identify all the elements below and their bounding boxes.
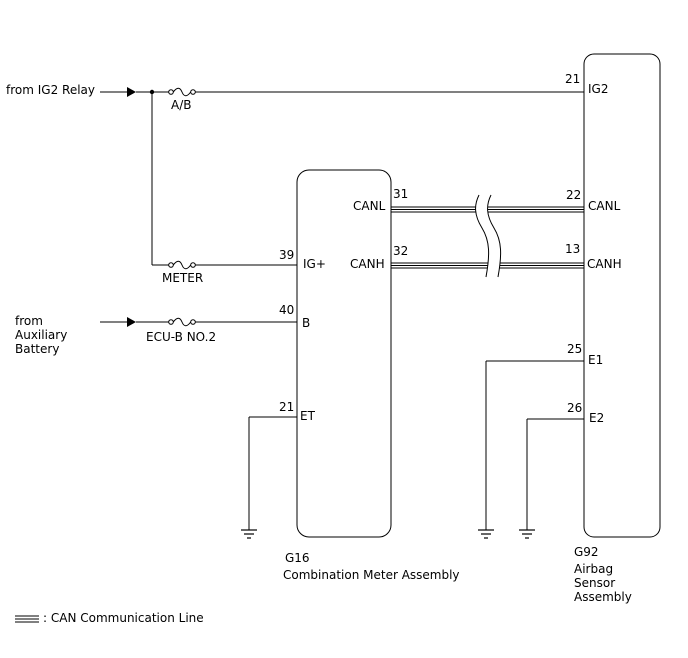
airbag-sensor-name-3: Assembly <box>574 590 632 604</box>
meter-pin-canl-number: 31 <box>393 187 408 201</box>
airbag-pin-canl-number: 22 <box>566 188 581 202</box>
meter-pin-b-label: B <box>302 316 310 330</box>
ground-icon <box>241 529 257 539</box>
wire-break-icon <box>475 194 502 278</box>
ig2-relay-source-label: from IG2 Relay <box>6 83 95 97</box>
meter-pin-et-label: ET <box>300 409 316 423</box>
meter-pin-igp-number: 39 <box>279 248 294 262</box>
meter-assembly-code: G16 <box>285 551 310 565</box>
airbag-sensor-name-1: Airbag <box>574 562 613 576</box>
aux-arrow-icon <box>127 317 136 327</box>
aux-battery-label-1: from <box>15 314 43 328</box>
meter-pin-et-number: 21 <box>279 400 294 414</box>
fuse-meter-label: METER <box>162 271 203 285</box>
meter-pin-igp-label: IG+ <box>303 257 326 271</box>
legend-label: : CAN Communication Line <box>43 611 204 625</box>
airbag-pin-canl-label: CANL <box>588 199 621 213</box>
airbag-pin-e1-label: E1 <box>588 353 603 367</box>
ground-icon <box>519 529 535 539</box>
meter-pin-canh-number: 32 <box>393 244 408 258</box>
combination-meter-box <box>296 169 392 538</box>
airbag-pin-e1-number: 25 <box>567 342 582 356</box>
airbag-pin-canh-label: CANH <box>587 257 622 271</box>
fuse-ecub-label: ECU-B NO.2 <box>146 330 216 344</box>
ig2-arrow-icon <box>127 87 136 97</box>
airbag-pin-canh-number: 13 <box>565 242 580 256</box>
airbag-pin-ig2-label: IG2 <box>588 82 608 96</box>
aux-battery-label-2: Auxiliary <box>15 328 67 342</box>
fuse-ab-icon <box>168 87 196 97</box>
fuse-ecub-icon <box>168 317 196 327</box>
airbag-sensor-code: G92 <box>574 545 599 559</box>
airbag-sensor-box <box>583 53 661 538</box>
airbag-pin-ig2-number: 21 <box>565 72 580 86</box>
aux-battery-label-3: Battery <box>15 342 59 356</box>
fuse-meter-icon <box>168 260 196 270</box>
meter-pin-canl-label: CANL <box>353 199 386 213</box>
airbag-pin-e2-number: 26 <box>567 401 582 415</box>
airbag-sensor-name-2: Sensor <box>574 576 615 590</box>
meter-pin-b-number: 40 <box>279 303 294 317</box>
fuse-ab-label: A/B <box>171 98 191 112</box>
meter-assembly-name: Combination Meter Assembly <box>283 568 460 582</box>
airbag-pin-e2-label: E2 <box>589 411 604 425</box>
meter-pin-canh-label: CANH <box>350 257 385 271</box>
legend-can-line-icon <box>15 615 39 623</box>
ground-icon <box>478 529 494 539</box>
